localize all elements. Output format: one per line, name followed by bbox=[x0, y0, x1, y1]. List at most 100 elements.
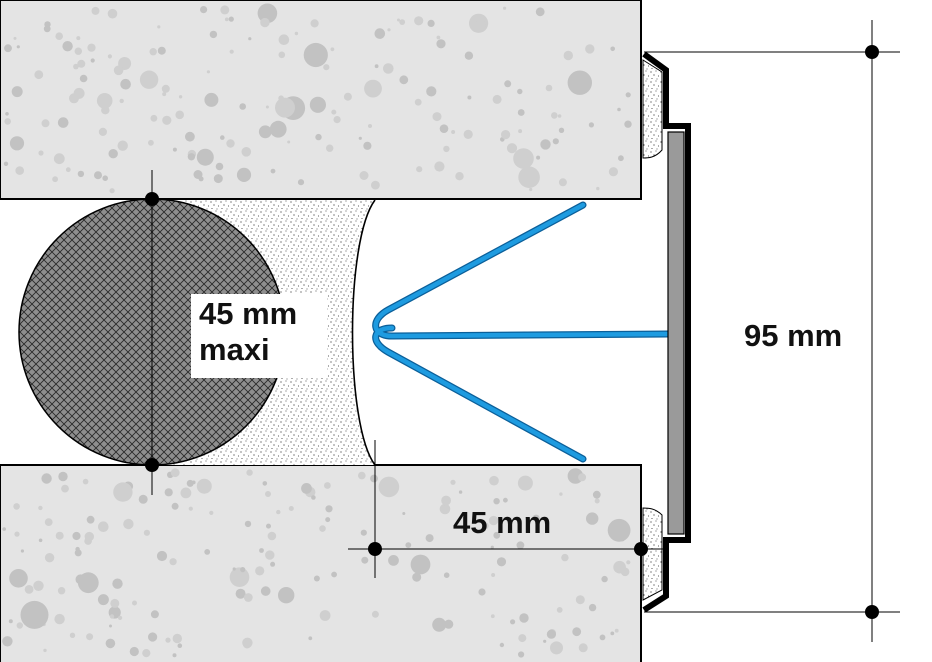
concrete-speck bbox=[204, 549, 211, 555]
concrete-speck bbox=[55, 531, 64, 540]
concrete-speck bbox=[432, 112, 442, 122]
concrete-speck bbox=[73, 87, 85, 99]
concrete-speck bbox=[52, 176, 58, 183]
concrete-speck bbox=[550, 641, 563, 655]
profile-height-label: 95 mm bbox=[738, 318, 849, 354]
concrete-speck bbox=[488, 515, 499, 526]
concrete-speck bbox=[132, 600, 137, 606]
concrete-speck bbox=[243, 640, 252, 649]
concrete-speck bbox=[72, 531, 81, 541]
concrete-speck bbox=[196, 478, 212, 494]
concrete-speck bbox=[185, 131, 195, 142]
concrete-speck bbox=[86, 515, 95, 524]
concrete-speck bbox=[490, 614, 495, 619]
concrete-speck bbox=[171, 502, 179, 510]
concrete-speck bbox=[310, 19, 319, 28]
concrete-speck bbox=[402, 512, 406, 515]
concrete-speck bbox=[493, 498, 500, 505]
concrete-speck bbox=[536, 155, 541, 160]
concrete-speck bbox=[563, 50, 573, 61]
concrete-speck bbox=[255, 566, 265, 576]
concrete-speck bbox=[98, 127, 107, 136]
concrete-speck bbox=[287, 140, 291, 144]
concrete-speck bbox=[13, 503, 20, 510]
concrete-speck bbox=[517, 109, 525, 116]
concrete-speck bbox=[220, 135, 225, 140]
concrete-speck bbox=[16, 622, 23, 629]
concrete-speck bbox=[229, 49, 234, 54]
concrete-speck bbox=[109, 188, 115, 194]
concrete-speck bbox=[436, 39, 446, 49]
sealant-bead-bottom bbox=[642, 507, 663, 601]
concrete-speck bbox=[540, 139, 551, 150]
concrete-speck bbox=[13, 36, 17, 40]
concrete-slab-top bbox=[0, 0, 642, 200]
concrete-speck bbox=[164, 488, 173, 497]
concrete-speck bbox=[180, 487, 192, 499]
concrete-speck bbox=[543, 639, 547, 643]
concrete-speck bbox=[150, 114, 158, 122]
concrete-speck bbox=[228, 16, 234, 22]
concrete-speck bbox=[610, 46, 615, 52]
concrete-speck bbox=[601, 575, 608, 583]
concrete-speck bbox=[33, 580, 44, 591]
concrete-speck bbox=[172, 633, 182, 644]
concrete-speck bbox=[278, 51, 286, 59]
concrete-speck bbox=[478, 588, 486, 596]
concrete-speck bbox=[90, 58, 95, 63]
concrete-speck bbox=[518, 166, 540, 188]
concrete-speck bbox=[215, 162, 224, 171]
concrete-speck bbox=[258, 125, 272, 139]
concrete-speck bbox=[588, 603, 597, 612]
concrete-speck bbox=[57, 117, 69, 128]
concrete-speck bbox=[464, 51, 474, 60]
concrete-speck bbox=[248, 37, 252, 41]
concrete-speck bbox=[15, 166, 24, 175]
concrete-speck bbox=[110, 598, 120, 608]
concrete-speck bbox=[4, 118, 11, 125]
concrete-speck bbox=[546, 629, 557, 639]
concrete-speck bbox=[358, 471, 366, 480]
concrete-speck bbox=[209, 510, 214, 515]
concrete-speck bbox=[102, 175, 108, 181]
concrete-speck bbox=[535, 7, 545, 17]
concrete-speck bbox=[76, 36, 81, 41]
concrete-speck bbox=[157, 25, 161, 29]
concrete-speck bbox=[501, 130, 511, 140]
concrete-speck bbox=[610, 631, 615, 636]
concrete-speck bbox=[359, 171, 369, 180]
dimension-profile-height bbox=[644, 20, 900, 642]
concrete-speck bbox=[313, 575, 320, 582]
concrete-speck bbox=[529, 187, 533, 192]
concrete-speck bbox=[624, 120, 632, 128]
concrete-speck bbox=[567, 70, 592, 95]
concrete-speck bbox=[614, 628, 619, 633]
dimension-rod-diameter bbox=[145, 170, 159, 495]
concrete-speck bbox=[98, 521, 109, 532]
concrete-speck bbox=[617, 107, 621, 112]
concrete-speck bbox=[20, 600, 49, 629]
concrete-speck bbox=[343, 92, 352, 101]
concrete-speck bbox=[323, 64, 330, 71]
concrete-speck bbox=[2, 527, 6, 531]
concrete-speck bbox=[20, 549, 24, 553]
concrete-speck bbox=[175, 110, 184, 120]
concrete-speck bbox=[8, 619, 13, 624]
concrete-speck bbox=[518, 634, 527, 643]
concrete-speck bbox=[200, 6, 208, 14]
concrete-speck bbox=[265, 491, 271, 497]
concrete-speck bbox=[558, 127, 565, 133]
concrete-speck bbox=[414, 98, 422, 106]
concrete-speck bbox=[545, 84, 553, 92]
concrete-speck bbox=[405, 542, 412, 548]
concrete-speck bbox=[240, 567, 246, 573]
concrete-speck bbox=[331, 109, 337, 115]
concrete-speck bbox=[319, 610, 331, 621]
concrete-speck bbox=[412, 572, 422, 582]
concrete-speck bbox=[432, 617, 447, 632]
concrete-speck bbox=[333, 116, 341, 124]
concrete-speck bbox=[455, 172, 464, 181]
concrete-speck bbox=[371, 610, 379, 618]
concrete-speck bbox=[58, 471, 68, 482]
concrete-speck bbox=[55, 32, 63, 40]
